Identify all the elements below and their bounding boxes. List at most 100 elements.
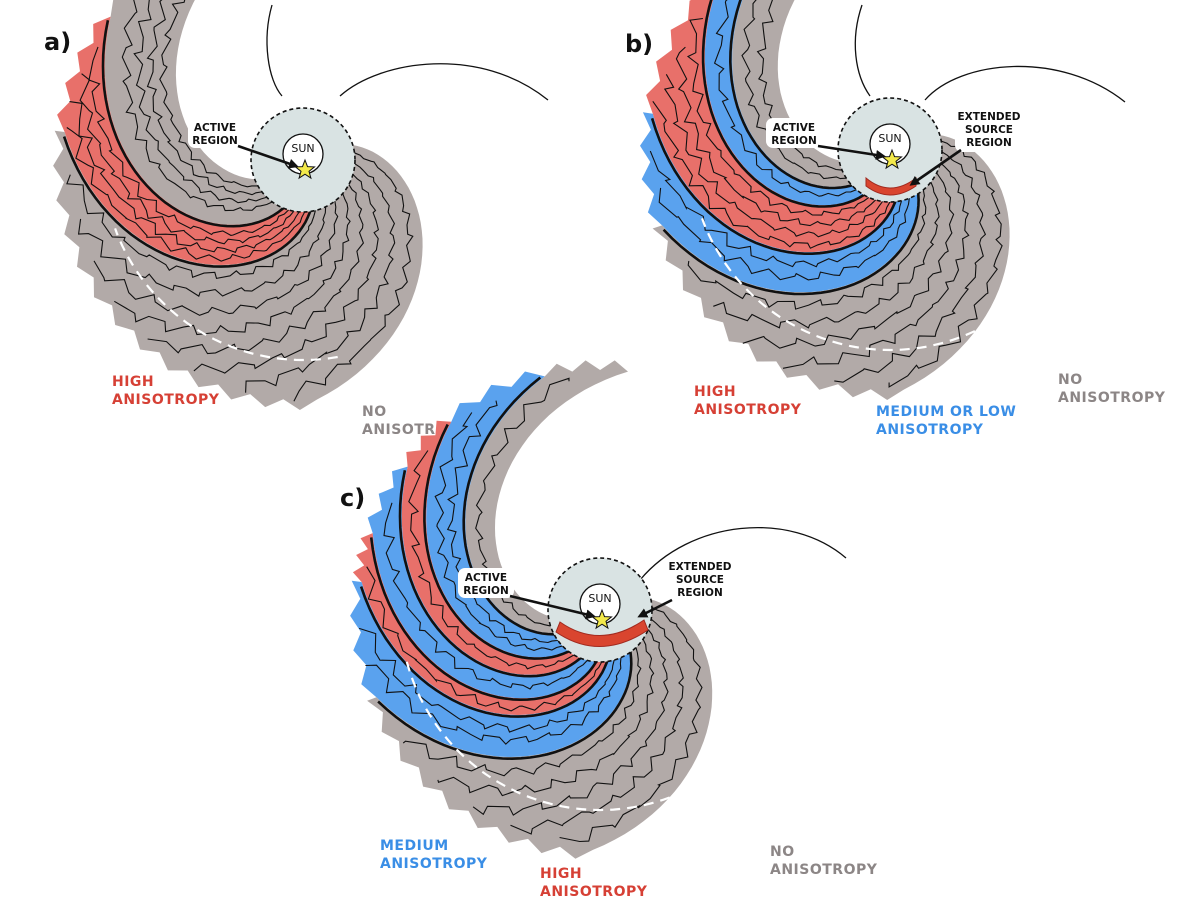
planet-orbit	[266, 4, 283, 97]
active-region-callout	[766, 118, 822, 148]
extended-source-label: EXTENDED	[669, 561, 732, 573]
active-region-arrow	[237, 144, 299, 169]
legend-none-anisotropy: NO	[1058, 372, 1083, 388]
planet-orbit	[854, 4, 871, 97]
legend-high-anisotropy: ANISOTROPY	[112, 392, 220, 408]
sector-boundary	[462, 376, 559, 636]
sector-boundary	[377, 647, 633, 761]
field-line	[741, 0, 851, 180]
extended-source-label: SOURCE	[676, 574, 724, 586]
active-region-label: REGION	[771, 135, 817, 147]
extended-source-label: EXTENDED	[958, 111, 1021, 123]
sector-high	[57, 16, 311, 265]
field-line	[475, 377, 570, 627]
legend-medium-anisotropy: ANISOTROPY	[380, 856, 488, 872]
field-line	[510, 616, 684, 835]
field-line	[434, 412, 567, 651]
field-line	[133, 0, 272, 204]
legend-high-anisotropy: ANISOTROPY	[540, 884, 648, 900]
active-region-label: ACTIVE	[465, 572, 507, 584]
field-line	[649, 150, 903, 268]
sector-high	[646, 0, 897, 253]
active-region-label: ACTIVE	[773, 122, 815, 134]
sector-none	[732, 0, 858, 187]
field-line	[66, 127, 307, 262]
field-line	[675, 46, 879, 227]
extended-source-callout	[955, 108, 1023, 152]
extended-source-region	[555, 619, 649, 647]
planet-orbit	[639, 526, 847, 581]
sector-boundary	[728, 0, 857, 190]
field-line	[559, 605, 703, 843]
legend-medium-anisotropy: MEDIUM OR LOW	[876, 404, 1016, 420]
sector-none	[104, 0, 288, 225]
legend-none-anisotropy: ANISOTROPY	[770, 862, 878, 878]
panel-b: 1 AUSUNACTIVEREGIONEXTENDEDSOURCEREGIONb…	[625, 0, 1165, 438]
sector-boundary	[369, 537, 600, 702]
sector-boundary	[650, 117, 898, 255]
extended-source-arrow	[909, 148, 962, 186]
planet-orbit	[339, 63, 549, 101]
field-line	[472, 626, 669, 816]
field-line	[658, 187, 911, 281]
one-au-label: 1 AU	[492, 273, 523, 287]
sector-medium	[704, 0, 869, 206]
field-line	[402, 643, 642, 777]
extended-source-region	[865, 176, 917, 196]
one-au-orbit	[405, 661, 716, 812]
legend-high-anisotropy: HIGH	[540, 866, 582, 882]
legend-high-anisotropy: HIGH	[112, 374, 154, 390]
panel-label: c)	[340, 484, 365, 512]
field-line	[93, 196, 339, 316]
planet-orbit	[924, 65, 1126, 103]
sun-label: SUN	[588, 592, 611, 605]
field-line	[652, 100, 893, 249]
legend-none-anisotropy: NO	[770, 844, 795, 860]
panel-c: 1 AUSUNACTIVEREGIONEXTENDEDSOURCEREGIONc…	[340, 360, 878, 900]
sector-medium	[367, 466, 599, 699]
sector-none	[652, 134, 1010, 401]
field-line	[365, 653, 622, 745]
active-region-callout	[458, 568, 514, 598]
field-line	[69, 101, 302, 253]
active-region-label: REGION	[192, 135, 238, 147]
extended-source-label: REGION	[677, 587, 723, 599]
field-line	[742, 169, 955, 349]
legend-medium-anisotropy: ANISOTROPY	[876, 422, 984, 438]
field-line	[663, 74, 886, 238]
active-region-callout	[188, 118, 242, 148]
field-line	[121, 0, 277, 212]
field-line	[193, 171, 380, 374]
sector-high	[401, 420, 585, 675]
active-region-arrow	[509, 594, 596, 620]
extended-source-label: REGION	[966, 137, 1012, 149]
sector-boundary	[662, 189, 920, 296]
field-line	[159, 0, 263, 188]
field-line	[408, 450, 578, 670]
field-line	[756, 0, 847, 171]
sector-boundary	[101, 20, 288, 228]
sun-label: SUN	[878, 132, 901, 145]
legend-high-anisotropy: HIGH	[694, 384, 736, 400]
field-line	[66, 174, 317, 280]
field-line	[834, 149, 987, 383]
sector-boundary	[62, 136, 313, 268]
field-line	[77, 202, 327, 297]
sector-boundary	[359, 586, 610, 718]
extended-source-label: SOURCE	[965, 124, 1013, 136]
legend-none-anisotropy: NO	[362, 404, 387, 420]
sun-label: SUN	[291, 142, 314, 155]
legend-medium-anisotropy: MEDIUM	[380, 838, 449, 854]
field-line	[713, 0, 861, 197]
panel-label: b)	[625, 30, 653, 58]
legend-high-anisotropy: ANISOTROPY	[694, 402, 802, 418]
sector-boundary	[423, 423, 574, 660]
panel-a: 1 AUSUNACTIVEREGIONa)HIGHANISOTROPYNOANI…	[44, 0, 549, 438]
extended-source-callout	[666, 558, 734, 602]
one-au-orbit	[701, 218, 991, 352]
field-line	[888, 139, 1003, 388]
field-line	[245, 161, 396, 393]
field-line	[147, 180, 365, 355]
field-line	[686, 17, 873, 216]
